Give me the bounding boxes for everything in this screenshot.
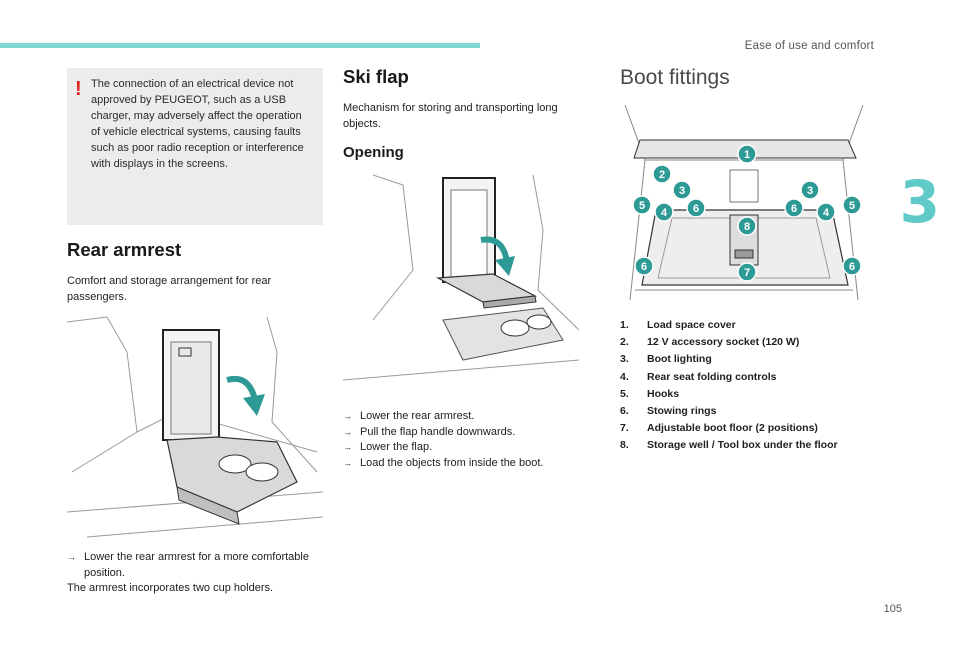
ski-flap-steps: Lower the rear armrest. Pull the flap ha… (343, 409, 593, 471)
opening-heading: Opening (343, 144, 404, 161)
legend-item: 6.Stowing rings (620, 405, 717, 418)
svg-text:7: 7 (744, 267, 750, 279)
warning-text: The connection of an electrical device n… (91, 78, 304, 170)
legend-item: 7.Adjustable boot floor (2 positions) (620, 422, 818, 435)
rear-armrest-intro: Comfort and storage arrangement for rear… (67, 275, 272, 303)
legend-item: 3.Boot lighting (620, 353, 712, 366)
callout-1 (737, 144, 757, 164)
ski-flap-illustration (343, 174, 579, 381)
legend-item: 5.Hooks (620, 387, 680, 400)
rear-armrest-steps: Lower the rear armrest for a more comfor… (67, 550, 317, 597)
svg-text:3: 3 (679, 185, 685, 197)
page-number: 105 (883, 603, 902, 615)
header-accent-bar (0, 43, 480, 48)
svg-text:5: 5 (849, 200, 855, 212)
callout-8 (737, 216, 757, 236)
svg-text:6: 6 (849, 261, 855, 273)
svg-text:8: 8 (744, 221, 750, 233)
rear-armrest-illustration (67, 316, 323, 538)
legend-item: 1.Load space cover (620, 319, 736, 331)
ski-flap-heading: Ski flap (343, 66, 409, 87)
section-title: Ease of use and comfort (744, 40, 874, 52)
callout-6 (842, 256, 862, 276)
callout-3 (672, 180, 692, 200)
list-item: Load the objects from inside the boot. (343, 456, 593, 472)
legend-item: 8.Storage well / Tool box under the floo… (620, 439, 838, 452)
callout-2 (652, 164, 672, 184)
callout-7 (737, 262, 757, 282)
callout-6 (686, 198, 706, 218)
boot-fittings-heading: Boot fittings (620, 66, 730, 89)
svg-text:2: 2 (659, 169, 665, 181)
callout-5 (632, 195, 652, 215)
list-item: Pull the flap handle downwards. (343, 425, 593, 441)
warning-box (67, 68, 323, 225)
list-item: Lower the rear armrest for a more comfor… (67, 550, 317, 581)
boot-fittings-illustration: 1 2 3 3 4 4 5 5 6 6 6 6 7 8 (624, 104, 864, 301)
list-item: Lower the flap. (343, 440, 593, 456)
svg-text:6: 6 (693, 203, 699, 215)
callout-5 (842, 195, 862, 215)
legend-item: 2.12 V accessory socket (120 W) (620, 336, 800, 349)
svg-text:6: 6 (641, 261, 647, 273)
rear-armrest-heading: Rear armrest (67, 239, 182, 260)
ski-flap-intro: Mechanism for storing and transporting l… (343, 102, 558, 130)
chapter-tab-number: 3 (899, 168, 940, 236)
svg-text:1: 1 (744, 149, 750, 161)
svg-text:4: 4 (661, 207, 668, 219)
callout-6 (634, 256, 654, 276)
svg-text:5: 5 (639, 200, 645, 212)
callout-4 (816, 202, 836, 222)
svg-text:6: 6 (791, 203, 797, 215)
svg-text:3: 3 (807, 185, 813, 197)
rear-armrest-note: The armrest incorporates two cup holders… (67, 582, 274, 594)
callout-3 (800, 180, 820, 200)
legend-item: 4.Rear seat folding controls (620, 370, 777, 383)
list-item: Lower the rear armrest. (343, 409, 593, 425)
boot-fittings-legend: 1.Load space cover 2.12 V accessory sock… (620, 317, 880, 455)
callout-4 (654, 202, 674, 222)
warning-icon: ! (75, 78, 82, 100)
callout-6 (784, 198, 804, 218)
svg-text:4: 4 (823, 207, 830, 219)
